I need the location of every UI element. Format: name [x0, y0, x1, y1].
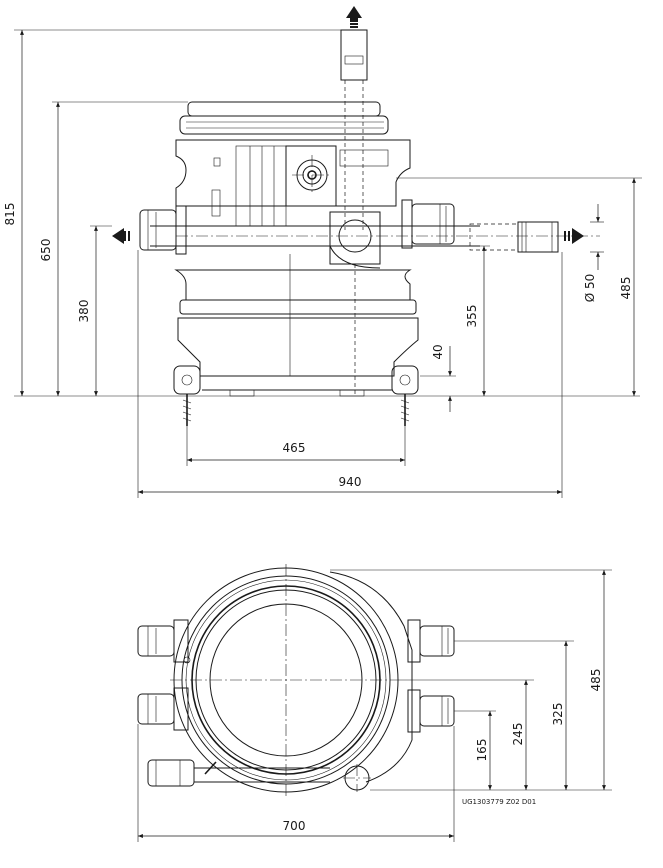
- dim-total-height: 815: [3, 203, 17, 226]
- dim-inlet-height: 380: [77, 300, 91, 323]
- inlet-arrow-icon: [112, 228, 130, 244]
- dim-body-height: 650: [39, 239, 53, 262]
- inlet-pipe-left: [139, 205, 187, 255]
- dim-top-325: 325: [551, 703, 565, 726]
- outlet-pipe: [469, 221, 559, 253]
- drawing-code: UG1303779 Z02 D01: [462, 798, 536, 806]
- tank-upper-body: [175, 139, 411, 227]
- vent-pipe: [340, 29, 368, 230]
- dim-pipe-diameter: Ø 50: [583, 274, 597, 303]
- dim-right-height: 485: [619, 277, 633, 300]
- connector-lower-left: [137, 687, 189, 731]
- dim-top-485: 485: [589, 669, 603, 692]
- dim-top-165: 165: [475, 739, 489, 762]
- dim-foot-height: 40: [431, 344, 445, 359]
- dim-foot-spacing: 465: [283, 441, 306, 455]
- connector-upper-left: [137, 619, 189, 663]
- dimension-lines-top: [137, 569, 612, 842]
- dim-top-width: 700: [283, 819, 306, 833]
- side-view: 815 650 380 355 40 Ø 50 485 465 940: [3, 6, 642, 498]
- tank-cover: [179, 101, 389, 135]
- top-view: 485 325 245 165 700 UG1303779 Z02 D01: [137, 564, 612, 842]
- mounting-foot-left: [173, 365, 201, 426]
- mounting-foot-right: [391, 365, 419, 426]
- dim-total-width: 940: [339, 475, 362, 489]
- horizontal-pipe: [150, 211, 600, 269]
- tank-top-outline: [170, 564, 413, 796]
- connector-upper-right: [407, 619, 455, 663]
- bottom-pipe: [147, 656, 371, 792]
- dim-top-245: 245: [511, 723, 525, 746]
- inlet-pipe-right: [401, 199, 455, 249]
- dimension-lines-side: [14, 29, 642, 498]
- dim-outlet-height: 355: [465, 305, 479, 328]
- vent-arrow-icon: [346, 6, 362, 28]
- connector-lower-right: [407, 689, 455, 733]
- tank-lower-body: [174, 254, 419, 397]
- outlet-arrow-icon: [564, 228, 584, 244]
